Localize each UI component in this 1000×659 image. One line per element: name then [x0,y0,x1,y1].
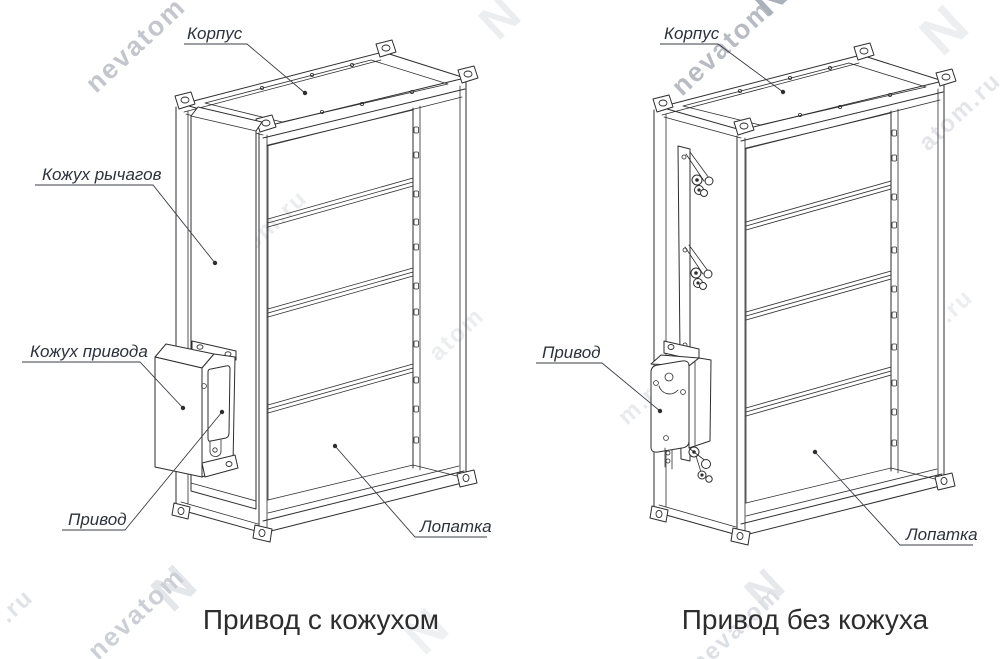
caption-right: Привод без кожуха [682,604,929,635]
damper-without-cover [649,42,957,546]
watermark-logo-icon: N [907,0,981,67]
label-text: Корпус [187,24,243,43]
label-text: Кожух рычагов [42,165,162,184]
label-text: Привод [542,343,601,362]
caption-left: Привод с кожухом [203,604,439,635]
lever-joint [684,244,713,290]
label-text: Лопатка [905,525,978,544]
label-korpus: Корпус [184,24,308,96]
watermark-logo-icon: N [469,0,532,50]
actuator-shaft-linkage [664,446,713,483]
watermark-text: nevatom [80,0,192,98]
label-lopatka: Лопатка [332,443,492,538]
actuator [650,340,713,483]
watermark-text: atom [424,302,490,366]
label-korpus: Корпус [660,24,786,95]
lever-joint [685,151,714,197]
label-text: Привод [68,510,127,529]
damper-with-cover [154,39,479,543]
label-privod: Привод [62,409,225,531]
label-text: Лопатка [419,517,492,536]
label-lopatka: Лопатка [812,449,978,546]
label-privod: Привод [536,343,663,414]
label-kozhuh-rychagov: Кожух рычагов [35,165,218,266]
drive-cover-box [154,340,239,478]
annotations-left: Корпус Кожух рычагов Кожух привода Приво… [22,24,492,635]
rotation-mark-icon [658,372,679,395]
label-kozhuh-privoda: Кожух привода [22,342,186,411]
watermark-text: .ru [934,284,979,329]
watermark-text: .ru [0,584,39,629]
annotations-right: Корпус Привод Лопатка Привод без кожуха [536,24,978,635]
label-text: Корпус [664,24,720,43]
label-text: Кожух привода [30,342,148,361]
